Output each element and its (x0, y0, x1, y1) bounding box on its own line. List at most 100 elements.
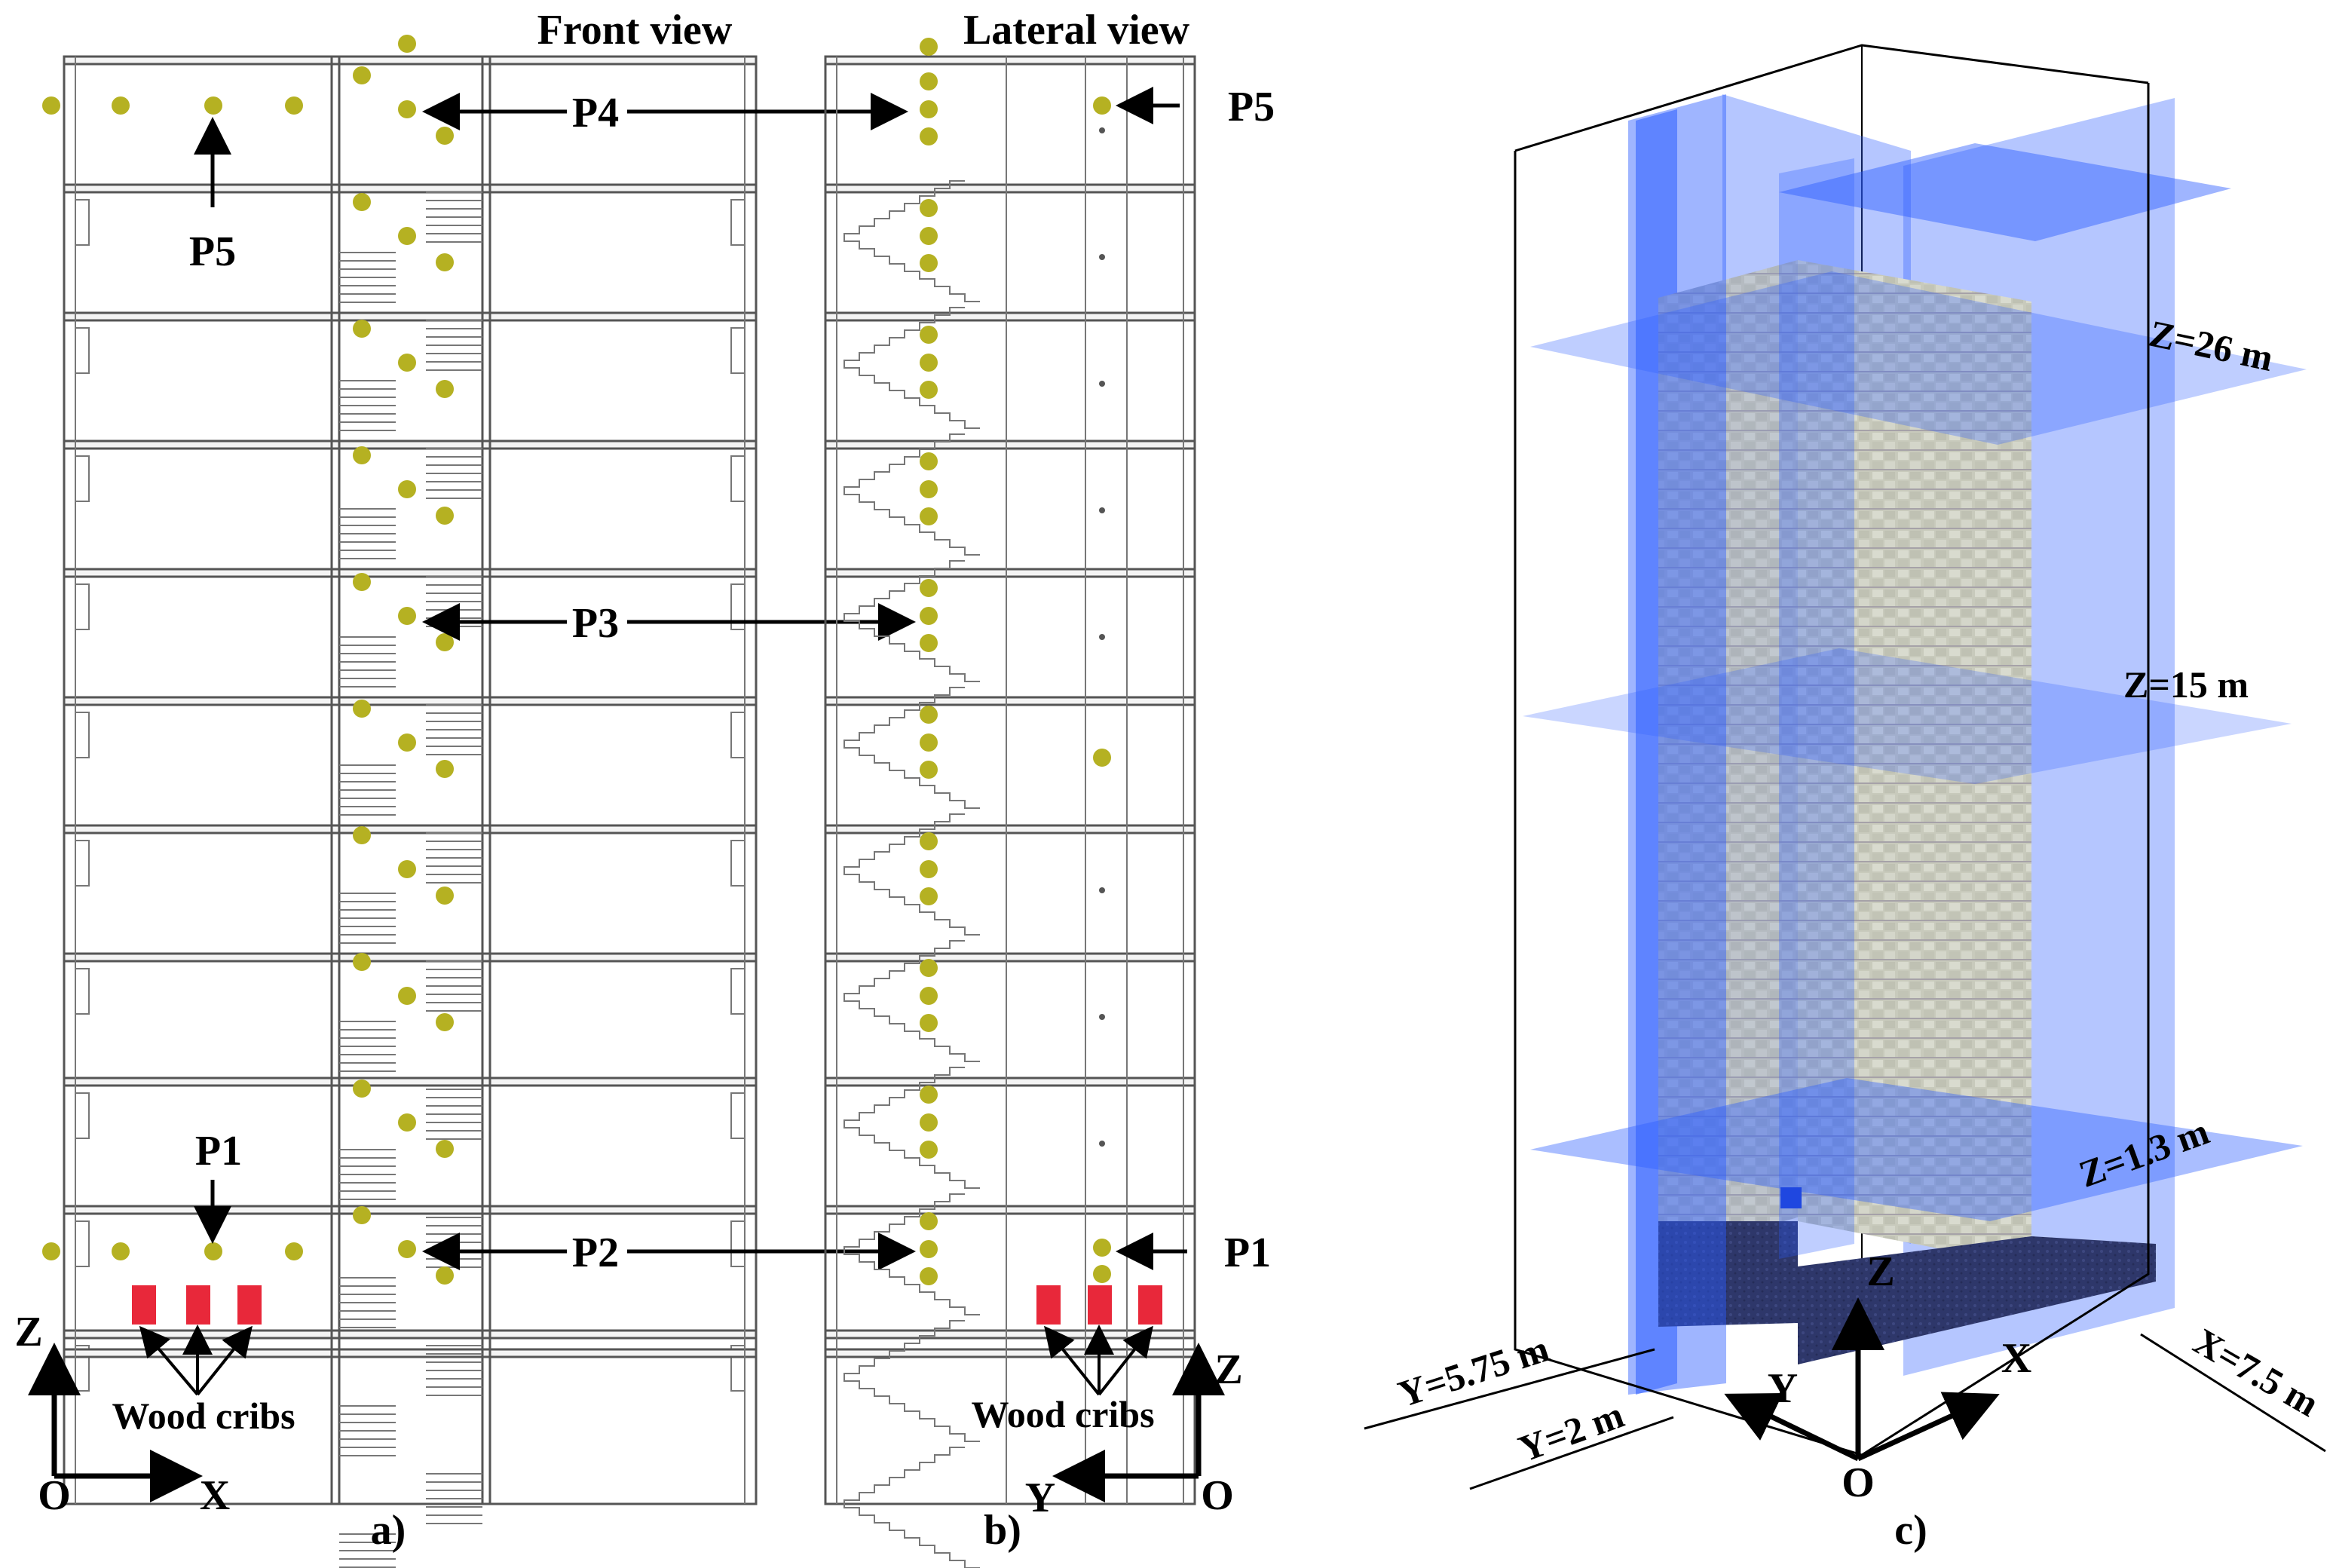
lateral-floor-slab (824, 824, 1196, 835)
probe-stair (436, 887, 454, 905)
shaft-point (1099, 127, 1105, 133)
building-base-side (1658, 1221, 1798, 1327)
lateral-floor-slab (824, 311, 1196, 322)
probe-p5 (112, 96, 130, 115)
probe-stair (353, 573, 371, 591)
wood-crib (186, 1285, 210, 1325)
probe-stair (398, 1113, 416, 1132)
wood-crib (237, 1285, 262, 1325)
plane-z-top (1530, 271, 2307, 445)
lateral-floor-slab (824, 1205, 1196, 1215)
probe-stair-lateral (920, 761, 938, 779)
lateral-view-probe-points (920, 38, 1111, 1285)
lateral-floor-slab (824, 55, 1196, 66)
shaft-point (1099, 1141, 1105, 1147)
front-right-door (730, 1092, 745, 1139)
front-floor-slab (63, 1205, 758, 1215)
front-right-door (730, 455, 745, 502)
front-left-door (75, 1092, 90, 1139)
probe-p1 (112, 1242, 130, 1260)
front-floor-slab (63, 1329, 758, 1340)
probe-stair (398, 100, 416, 118)
front-floor-slab (63, 311, 758, 322)
probe-stair (436, 633, 454, 651)
3d-domain-panel: Z=26 m Z=15 m Z=1.3 m Y=5.75 m Y=2 m X=7… (1364, 44, 2326, 1554)
front-right-door (730, 327, 745, 374)
probe-stair-lateral (920, 860, 938, 878)
front-right-door (730, 1220, 745, 1267)
origin-label-3d: O (1842, 1459, 1875, 1506)
lateral-floor-slab (824, 568, 1196, 578)
label-z-15: Z=15 m (2123, 663, 2249, 706)
probe-stair-lateral (920, 227, 938, 245)
building-side-face (1658, 260, 1798, 1255)
probe-p1-lateral (1093, 1239, 1111, 1257)
lateral-view-wood-cribs (1036, 1285, 1162, 1325)
front-view-floor-slabs (63, 55, 758, 1392)
front-floor-slab (63, 824, 758, 835)
probe-mid-lateral (1093, 749, 1111, 767)
front-right-door (730, 583, 745, 630)
probe-stair-lateral (920, 1086, 938, 1104)
front-view-probe-points (42, 35, 454, 1285)
lateral-floor-slab (824, 696, 1196, 706)
lateral-floor-slab (824, 439, 1196, 450)
shaft-point (1099, 254, 1105, 260)
axis-x-label-front: X (200, 1472, 230, 1519)
lateral-stair-flight (843, 180, 980, 302)
probe-stair-lateral (920, 634, 938, 652)
probe-p5 (285, 96, 303, 115)
probe-stair (398, 987, 416, 1005)
probe-stair (436, 253, 454, 271)
probe-stair (353, 66, 371, 84)
probe-stair-lateral (920, 199, 938, 217)
label-p3: P3 (572, 600, 619, 647)
front-right-door (730, 1345, 745, 1392)
label-p4: P4 (572, 90, 619, 136)
front-view-stair-flights (339, 191, 482, 1568)
front-left-door (75, 968, 90, 1015)
probe-stair-top (398, 35, 416, 53)
probe-p1 (204, 1242, 222, 1260)
probe-stair-lateral (920, 100, 938, 118)
front-floor-slab (63, 696, 758, 706)
probe-stair-lateral (920, 480, 938, 498)
front-right-door (730, 199, 745, 246)
lateral-view-title: Lateral view (963, 7, 1190, 54)
probe-stair (353, 1206, 371, 1224)
probe-stair-lateral (920, 1240, 938, 1258)
probe-stair (436, 1013, 454, 1031)
wood-crib (1088, 1285, 1112, 1325)
axis-z-label-3d: Z (1866, 1248, 1894, 1295)
probe-stair-lateral (920, 326, 938, 344)
probe-stair (398, 1240, 416, 1258)
lateral-floor-slab (824, 1076, 1196, 1087)
probe-stair-lateral (920, 381, 938, 399)
probe-stair (436, 760, 454, 778)
probe-stair-lateral (920, 832, 938, 850)
probe-stair (353, 700, 371, 718)
fire-source-marker (1780, 1187, 1802, 1208)
front-floor-slab (63, 952, 758, 963)
probe-stair (353, 446, 371, 464)
probe-stair (436, 507, 454, 525)
front-right-door (730, 840, 745, 887)
ground-line-y-near (1469, 1416, 1674, 1490)
front-right-door (730, 712, 745, 758)
label-p5-front: P5 (189, 228, 236, 275)
front-view-title: Front view (537, 7, 733, 54)
probe-stair-lateral (920, 1267, 938, 1285)
arrow-crib-lat-3 (1098, 1325, 1153, 1396)
shaft-point (1099, 634, 1105, 640)
shaft-point (1099, 887, 1105, 893)
front-left-door (75, 840, 90, 887)
label-x-7-5: X=7.5 m (2187, 1320, 2326, 1425)
probe-stair-lateral (920, 72, 938, 90)
wood-cribs-label-front: Wood cribs (112, 1395, 295, 1437)
axis-x-label-3d: X (2001, 1335, 2031, 1382)
front-left-door (75, 327, 90, 374)
lateral-stair-flight (843, 813, 980, 936)
axis-y-label-3d: Y (1768, 1365, 1798, 1412)
front-floor-slab (63, 183, 758, 194)
